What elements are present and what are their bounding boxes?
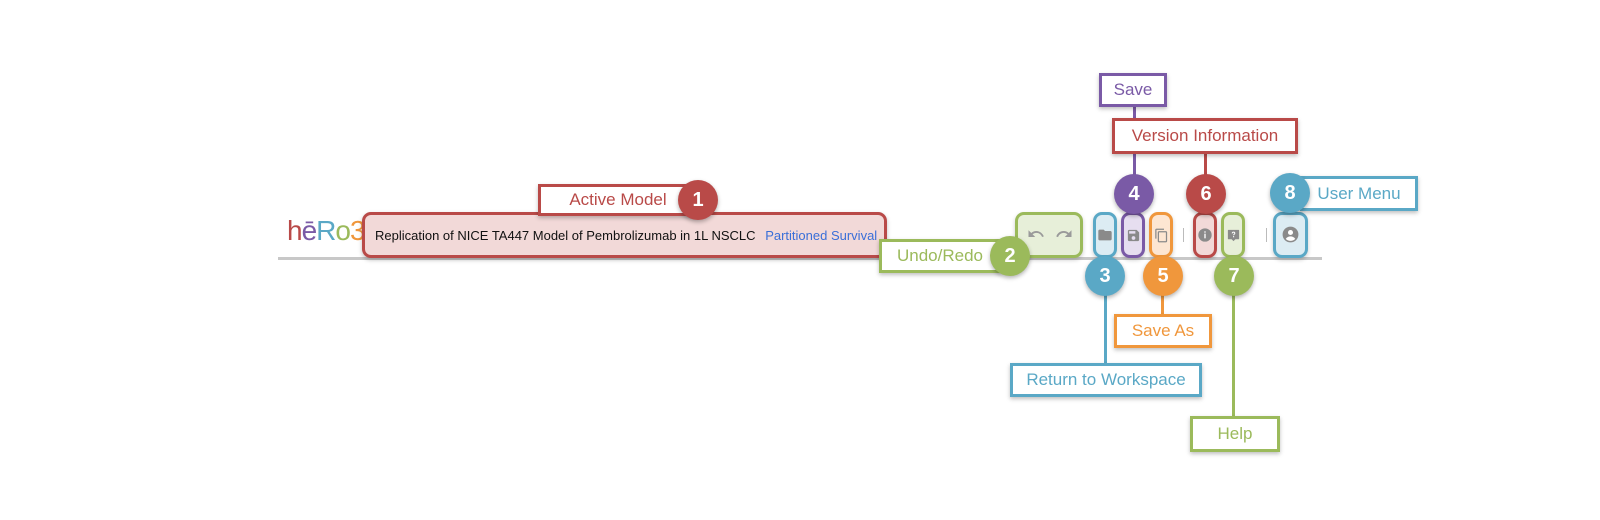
- active-model-type[interactable]: Partitioned Survival: [765, 228, 878, 243]
- account-circle-icon: [1282, 226, 1298, 242]
- redo-button[interactable]: [1053, 223, 1075, 245]
- annotation-label-help: Help: [1190, 416, 1280, 452]
- help-button[interactable]: [1222, 224, 1244, 246]
- connector-workspace: [1104, 292, 1107, 366]
- annotation-label-save: Save: [1099, 73, 1167, 107]
- toolbar-divider: [278, 257, 1322, 260]
- annotation-badge-7: 7: [1214, 256, 1254, 296]
- copy-icon: [1154, 228, 1167, 242]
- user-menu-button[interactable]: [1279, 223, 1301, 245]
- return-to-workspace-button[interactable]: [1094, 224, 1116, 246]
- annotation-label-return-to-workspace: Return to Workspace: [1010, 363, 1202, 397]
- annotation-badge-2: 2: [990, 236, 1030, 276]
- annotation-badge-8: 8: [1270, 173, 1310, 213]
- annotation-badge-3: 3: [1085, 256, 1125, 296]
- undo-icon: [1028, 230, 1044, 237]
- logo-number-3: 3: [349, 215, 366, 246]
- annotation-badge-1: 1: [678, 180, 718, 220]
- active-model-title: Replication of NICE TA447 Model of Pembr…: [375, 228, 756, 243]
- undo-redo-highlight: [1015, 212, 1083, 258]
- save-icon: [1127, 229, 1139, 241]
- logo-letter-e: ē: [301, 215, 318, 246]
- annotation-label-undo-redo: Undo/Redo: [879, 239, 1001, 273]
- toolbar-separator-2: [1266, 228, 1267, 242]
- annotation-badge-5: 5: [1143, 256, 1183, 296]
- undo-button[interactable]: [1025, 223, 1047, 245]
- toolbar-separator-1: [1183, 228, 1184, 242]
- save-button[interactable]: [1122, 224, 1144, 246]
- connector-help: [1232, 292, 1235, 418]
- active-model-highlight[interactable]: Replication of NICE TA447 Model of Pembr…: [362, 212, 887, 258]
- logo-letter-r: R: [316, 215, 336, 246]
- hero3-logo[interactable]: hēRo3: [287, 215, 366, 246]
- info-icon: [1198, 228, 1212, 242]
- annotation-label-user-menu: User Menu: [1300, 176, 1418, 211]
- help-icon: [1227, 229, 1239, 241]
- annotation-label-save-as: Save As: [1114, 314, 1212, 348]
- logo-letter-o: o: [335, 215, 351, 246]
- save-as-button[interactable]: [1150, 224, 1172, 246]
- annotation-badge-4: 4: [1114, 174, 1154, 214]
- folder-icon: [1098, 229, 1112, 241]
- logo-letter-h: h: [287, 215, 303, 246]
- connector-version-info: [1204, 151, 1207, 193]
- annotation-label-version-information: Version Information: [1112, 118, 1298, 154]
- redo-icon: [1056, 230, 1072, 238]
- version-info-highlight: [1193, 212, 1217, 258]
- active-model[interactable]: Replication of NICE TA447 Model of Pembr…: [375, 228, 877, 243]
- connector-save-as: [1161, 292, 1164, 316]
- version-info-button[interactable]: [1194, 224, 1216, 246]
- annotation-badge-6: 6: [1186, 174, 1226, 214]
- annotation-label-active-model: Active Model: [538, 184, 698, 216]
